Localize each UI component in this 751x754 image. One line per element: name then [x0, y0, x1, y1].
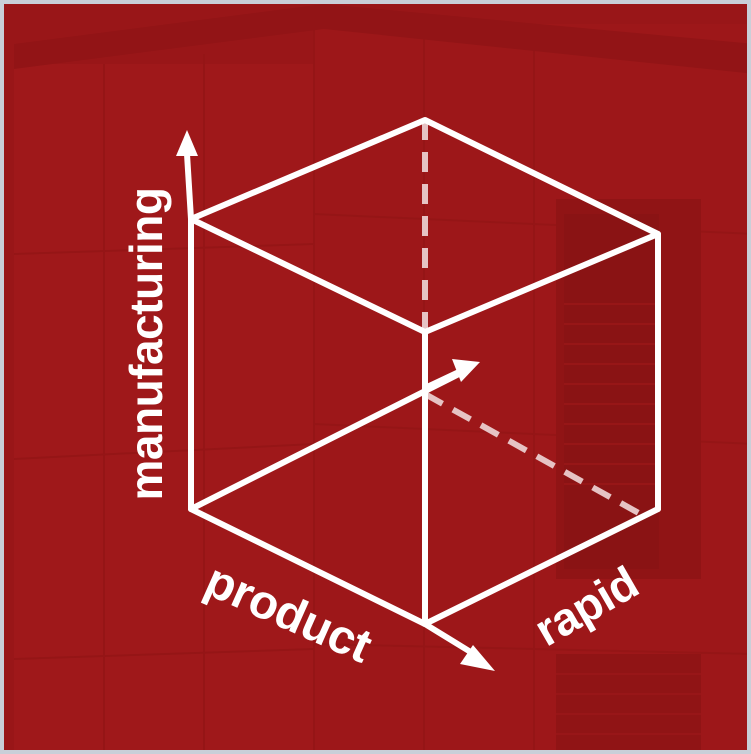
building-background	[4, 4, 747, 750]
axis-label-manufacturing: manufacturing	[120, 187, 172, 501]
arrow-diagonal-icon	[422, 621, 495, 671]
arrow-up-icon	[176, 130, 198, 222]
arrow-right-icon	[422, 359, 480, 391]
cube-wireframe-icon	[176, 117, 661, 671]
visible-cube-edges	[188, 117, 661, 627]
